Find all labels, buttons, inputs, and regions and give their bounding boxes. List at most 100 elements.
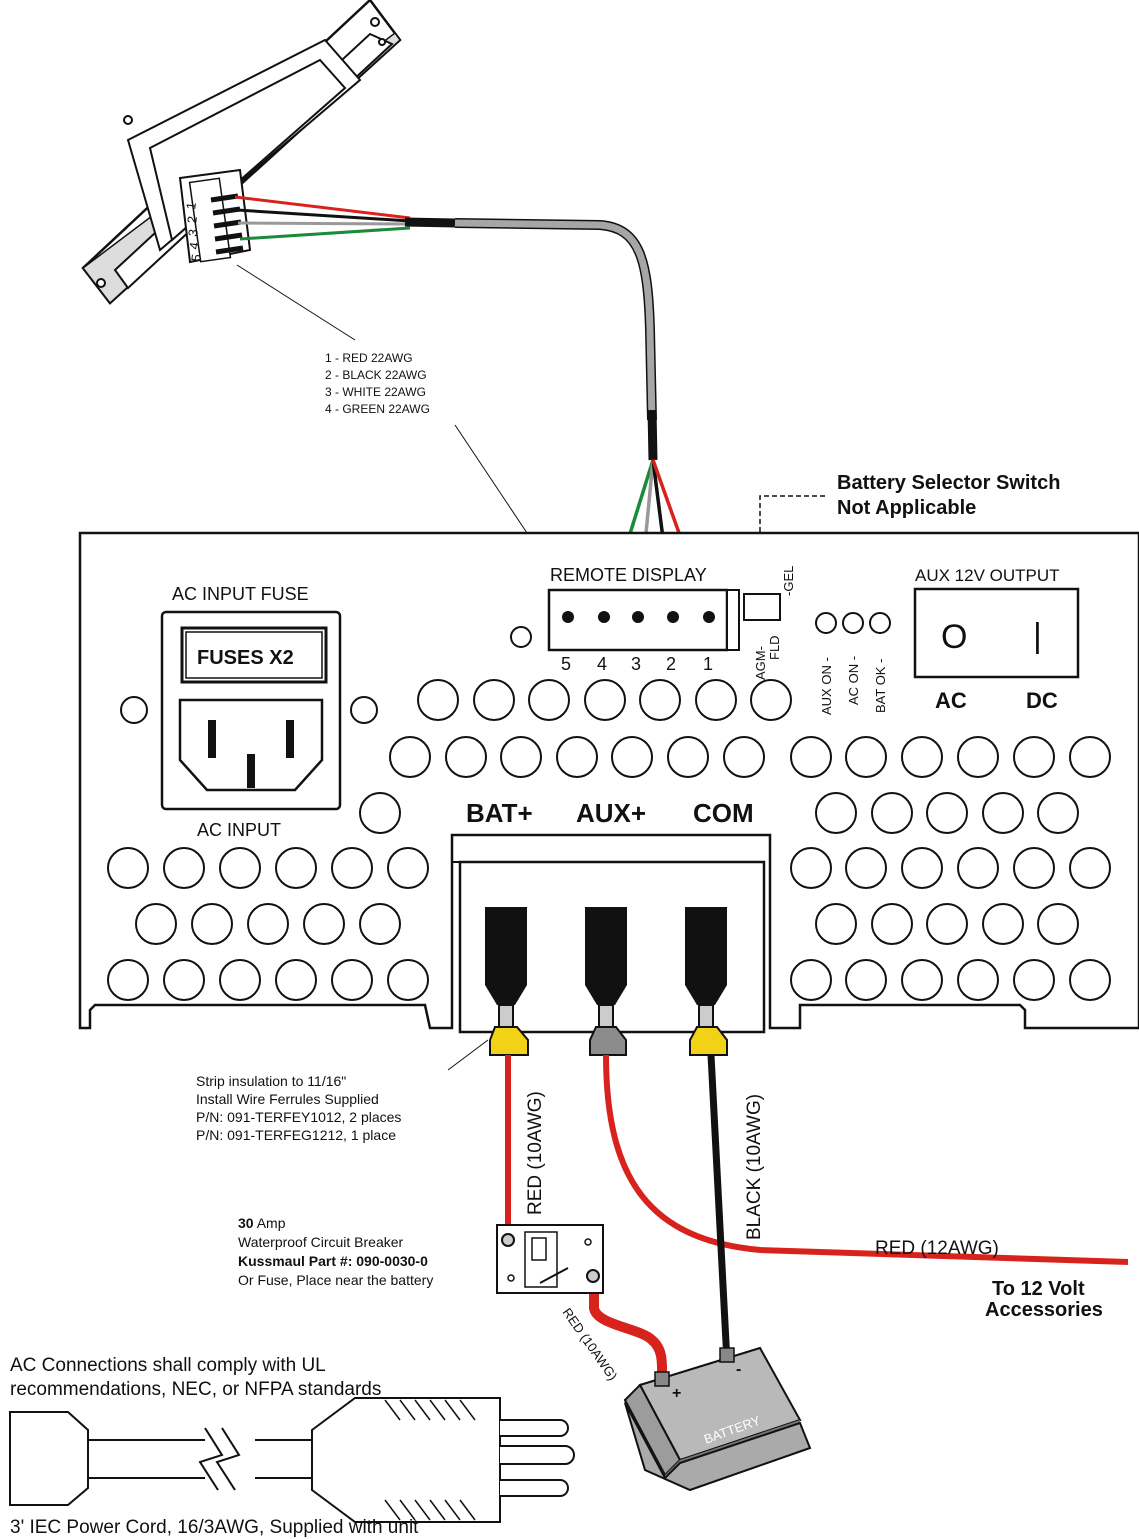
vent-hole	[667, 736, 709, 778]
aux-output-label: AUX 12V OUTPUT	[915, 566, 1060, 585]
vent-hole	[815, 792, 857, 834]
terminal-blocks	[485, 907, 727, 1028]
vent-hole	[611, 736, 653, 778]
accessories-line1: To 12 Volt	[992, 1278, 1085, 1300]
wire-note-line: 2 - BLACK 22AWG	[325, 368, 427, 382]
aux-wire-label: RED (12AWG)	[875, 1238, 999, 1259]
vent-hole	[957, 847, 999, 889]
vent-hole	[389, 736, 431, 778]
vent-hole	[107, 959, 149, 1001]
breaker-battery-wire-label: RED (10AWG)	[560, 1305, 621, 1383]
remote-display-terminals	[562, 611, 715, 623]
vent-hole	[926, 792, 968, 834]
breaker-amp-value: 30	[238, 1215, 254, 1231]
remote-terminal-number: 5	[561, 654, 571, 674]
vent-hole	[901, 959, 943, 1001]
vent-hole	[219, 847, 261, 889]
ac-on-led	[842, 612, 864, 634]
breaker-note-line: Waterproof Circuit Breaker	[238, 1234, 404, 1250]
battery-selector-subtitle: Not Applicable	[837, 497, 976, 519]
vent-hole	[219, 959, 261, 1001]
wire-note-line: 4 - GREEN 22AWG	[325, 402, 430, 416]
battery-selector-title: Battery Selector Switch	[837, 472, 1060, 494]
wire-note-line: 1 - RED 22AWG	[325, 351, 413, 365]
vent-hole	[957, 736, 999, 778]
ferrule-note-line: Install Wire Ferrules Supplied	[196, 1091, 379, 1107]
ac-input-fuse-label: AC INPUT FUSE	[172, 584, 309, 604]
vent-hole	[247, 903, 289, 945]
ac-input-label: AC INPUT	[197, 820, 281, 840]
vent-hole	[695, 679, 737, 721]
fuses-label: FUSES X2	[197, 647, 294, 669]
vent-hole	[1037, 792, 1079, 834]
vent-hole	[1069, 847, 1111, 889]
ferrule-note-line: P/N: 091-TERFEG1212, 1 place	[196, 1127, 396, 1143]
vent-hole	[1037, 903, 1079, 945]
breaker-note-line: Or Fuse, Place near the battery	[238, 1272, 433, 1288]
battery-selector-switch[interactable]	[743, 593, 781, 621]
vent-hole	[359, 903, 401, 945]
vent-hole	[1013, 959, 1055, 1001]
vent-hole	[275, 847, 317, 889]
vent-hole	[191, 903, 233, 945]
aux-on-led	[815, 612, 837, 634]
ac-label: AC	[935, 688, 967, 713]
terminal-label-bat: BAT+	[466, 798, 533, 828]
vent-hole	[871, 903, 913, 945]
accessories-line2: Accessories	[985, 1299, 1103, 1321]
remote-terminal-number: 4	[597, 654, 607, 674]
vent-hole	[417, 679, 459, 721]
vent-hole	[500, 736, 542, 778]
ferrule-note-line: P/N: 091-TERFEY1012, 2 places	[196, 1109, 401, 1125]
vent-hole	[845, 847, 887, 889]
vent-hole	[303, 903, 345, 945]
breaker-note: 30 Amp Waterproof Circuit Breaker Kussma…	[238, 1215, 433, 1288]
charger-panel: AC INPUT FUSE FUSES X2 AC INPUT REMOTE D…	[78, 531, 1139, 1034]
vent-hole	[556, 736, 598, 778]
ac-on-label: AC ON -	[846, 656, 861, 705]
vent-hole	[275, 959, 317, 1001]
agm-label: AGM-	[753, 646, 768, 680]
vent-hole	[790, 736, 832, 778]
vent-hole	[957, 959, 999, 1001]
vent-hole	[1069, 959, 1111, 1001]
remote-terminal-number: 3	[631, 654, 641, 674]
vent-hole	[639, 679, 681, 721]
vent-hole	[1069, 736, 1111, 778]
bat-ok-label: BAT OK -	[873, 659, 888, 713]
vent-hole	[163, 959, 205, 1001]
bat-ok-led	[869, 612, 891, 634]
ac-note-line: AC Connections shall comply with UL	[10, 1355, 326, 1376]
ac-socket-pin	[286, 720, 294, 758]
aux-output-switch[interactable]	[913, 587, 1080, 679]
ac-socket-pin	[208, 720, 216, 758]
wire-note-line: 3 - WHITE 22AWG	[325, 385, 426, 399]
terminal-label-aux: AUX+	[576, 798, 646, 828]
wire-color-note: 1 - RED 22AWG 2 - BLACK 22AWG 3 - WHITE …	[236, 264, 576, 606]
vent-hole	[107, 847, 149, 889]
vent-hole	[926, 903, 968, 945]
vent-hole	[359, 792, 401, 834]
vent-hole	[815, 903, 857, 945]
vent-hole	[331, 959, 373, 1001]
ferrule-note: Strip insulation to 11/16" Install Wire …	[196, 1039, 489, 1143]
remote-terminal-number: 1	[703, 654, 713, 674]
remote-pin-labels: 5 4 3 2 1	[183, 201, 204, 262]
battery-plus: +	[672, 1385, 681, 1402]
vent-hole	[982, 792, 1024, 834]
com-wire-label: BLACK (10AWG)	[744, 1094, 765, 1240]
cord-caption: 3' IEC Power Cord, 16/3AWG, Supplied wit…	[10, 1517, 419, 1538]
vent-hole	[1013, 847, 1055, 889]
gel-label: -GEL	[781, 566, 796, 596]
terminal-label-com: COM	[693, 798, 754, 828]
ac-note-line: recommendations, NEC, or NFPA standards	[10, 1379, 381, 1400]
remote-pin-label: 3	[185, 228, 201, 237]
dc-label: DC	[1026, 688, 1058, 713]
battery-minus: -	[736, 1361, 741, 1378]
vent-hole	[528, 679, 570, 721]
wire-ferrules	[489, 1026, 728, 1056]
remote-display-unit: 5 4 3 2 1	[81, 0, 402, 305]
vent-hole	[387, 959, 429, 1001]
remote-pin-label: 2	[184, 215, 200, 224]
vent-hole	[473, 679, 515, 721]
